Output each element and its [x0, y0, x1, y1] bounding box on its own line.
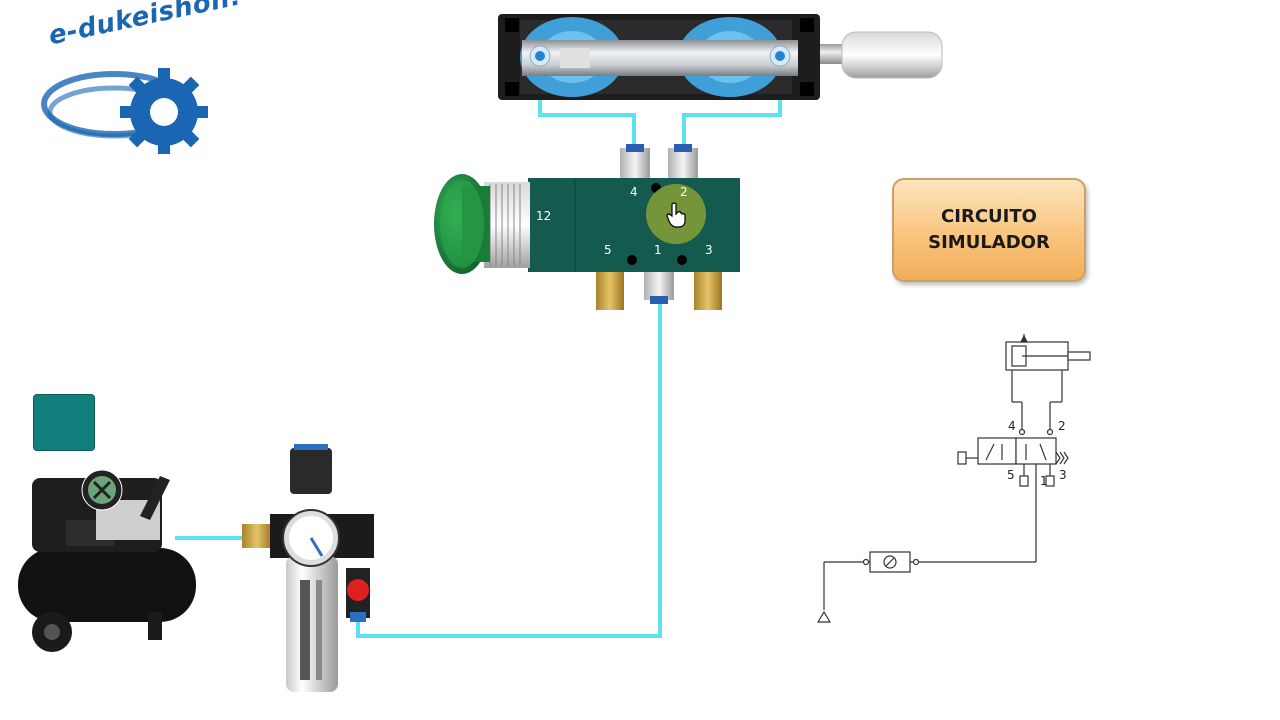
air-line-supply: [356, 302, 662, 638]
gear-icon: [41, 68, 208, 154]
valve-port-1: 1: [654, 243, 662, 257]
compressor-toggle-button[interactable]: [33, 394, 95, 451]
schematic-port-5: 5: [1007, 468, 1015, 482]
circuit-simulator-button[interactable]: CIRCUITO SIMULADOR: [892, 178, 1086, 282]
schematic-port-4: 4: [1008, 419, 1016, 433]
filter-regulator: [242, 444, 374, 692]
valve-port-12: 12: [536, 209, 552, 223]
directional-valve: [484, 144, 740, 310]
schematic-port-3: 3: [1059, 468, 1067, 482]
circuit-schematic: [816, 334, 1091, 623]
simulator-button-line2: SIMULADOR: [928, 232, 1050, 253]
hand-cursor-icon: [666, 202, 686, 228]
valve-port-5: 5: [604, 243, 612, 257]
valve-port-3: 3: [705, 243, 713, 257]
valve-port-4: 4: [630, 185, 638, 199]
pneumatic-cylinder: [498, 14, 943, 100]
simulator-button-line1: CIRCUITO: [941, 206, 1037, 227]
pushbutton[interactable]: [432, 172, 494, 276]
schematic-port-1: 1: [1040, 474, 1048, 488]
valve-port-2: 2: [680, 185, 688, 199]
schematic-port-2: 2: [1058, 419, 1066, 433]
air-compressor: [18, 469, 196, 652]
